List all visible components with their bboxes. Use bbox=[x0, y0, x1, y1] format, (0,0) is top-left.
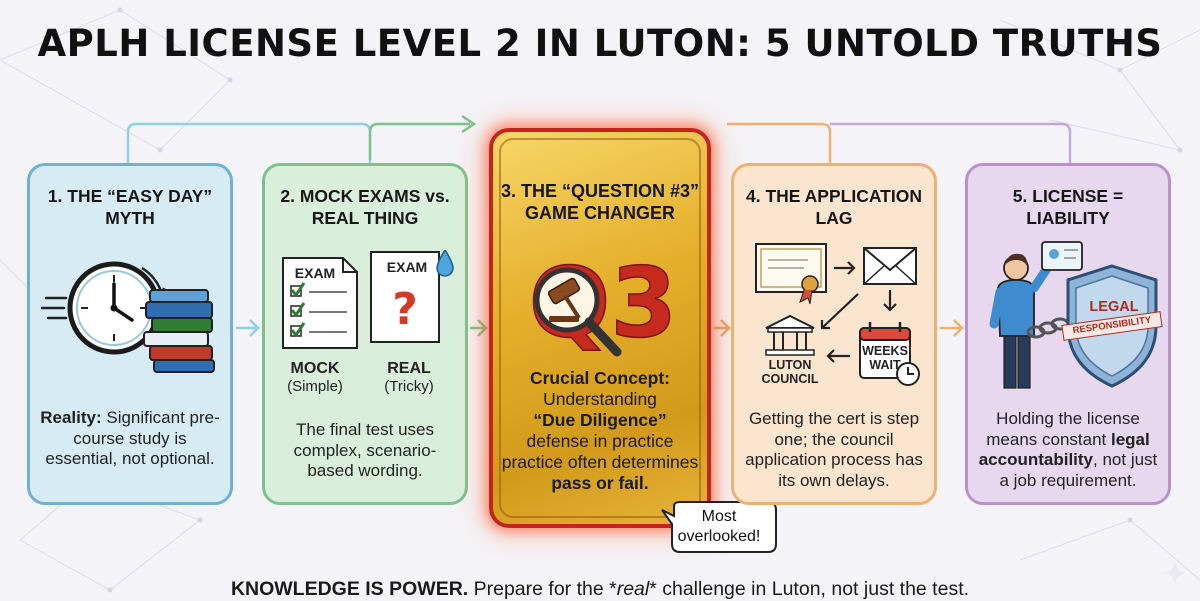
card-4-heading: 4. THE APPLICATION LAG bbox=[746, 186, 922, 228]
exam-paper-icon: ? bbox=[370, 251, 440, 343]
card-5-body: Holding the license means constant legal… bbox=[978, 409, 1158, 490]
certificate-icon bbox=[755, 243, 827, 305]
card-easy-day-myth: 1. THE “EASY DAY” MYTH bbox=[27, 163, 233, 505]
most-overlooked-callout: Most overlooked! bbox=[660, 500, 778, 554]
callout-text: Most overlooked! bbox=[677, 508, 761, 545]
gavel-icon bbox=[547, 277, 581, 322]
card-application-lag: 4. THE APPLICATION LAG bbox=[731, 163, 937, 505]
council-building-icon bbox=[765, 314, 815, 356]
svg-text:?: ? bbox=[392, 284, 418, 335]
person-icon bbox=[989, 253, 1055, 389]
exam-label-real: EXAM bbox=[386, 259, 428, 275]
exam-papers-illustration: ? bbox=[282, 250, 454, 349]
card-3-frame bbox=[499, 138, 701, 518]
footer-tagline: KNOWLEDGE IS POWER. Prepare for the *rea… bbox=[230, 578, 970, 600]
card-5-heading: 5. LICENSE = LIABILITY bbox=[1012, 186, 1124, 228]
sparkle-icon bbox=[1163, 561, 1187, 585]
card-2-body: The final test uses complex, scenario-ba… bbox=[293, 420, 437, 480]
card-1-body: Reality: Significant pre-course study is… bbox=[40, 408, 220, 468]
clock-books-illustration bbox=[40, 261, 215, 373]
shield-legal-label: LEGAL bbox=[1089, 299, 1139, 315]
page-title: APLH LICENSE LEVEL 2 IN LUTON: 5 UNTOLD … bbox=[37, 22, 1163, 65]
envelope-icon bbox=[863, 247, 917, 285]
exam-paper-icon bbox=[282, 257, 358, 349]
exam-label-mock: EXAM bbox=[294, 265, 336, 281]
id-card-icon bbox=[1041, 241, 1083, 271]
card-1-heading: 1. THE “EASY DAY” MYTH bbox=[47, 186, 213, 228]
mock-label-block: MOCK(Simple) bbox=[287, 360, 343, 395]
books-icon bbox=[143, 289, 215, 373]
water-drop-icon bbox=[436, 250, 454, 277]
weeks-wait-label: WEEKS WAIT bbox=[862, 344, 908, 372]
q3-illustration: Q3 bbox=[528, 246, 678, 360]
card-question-3: 3. THE “QUESTION #3” GAME CHANGER Q3 Cru… bbox=[489, 128, 711, 528]
card-3-body: Crucial Concept: Understanding “Due Dili… bbox=[501, 368, 699, 493]
real-label-block: REAL(Tricky) bbox=[384, 360, 434, 395]
calendar-icon bbox=[859, 322, 920, 386]
luton-council-label: LUTON COUNCIL bbox=[761, 358, 819, 386]
card-3-heading: 3. THE “QUESTION #3” GAME CHANGER bbox=[500, 181, 700, 223]
card-2-heading: 2. MOCK EXAMS vs. REAL THING bbox=[280, 186, 450, 228]
application-flow-illustration bbox=[755, 243, 920, 386]
card-license-liability: 5. LICENSE = LIABILITY LEGAL RESPONSIBIL… bbox=[965, 163, 1171, 505]
card-4-body: Getting the cert is step one; the counci… bbox=[745, 409, 923, 490]
card-mock-vs-real: 2. MOCK EXAMS vs. REAL THING ? EXAM bbox=[262, 163, 468, 505]
